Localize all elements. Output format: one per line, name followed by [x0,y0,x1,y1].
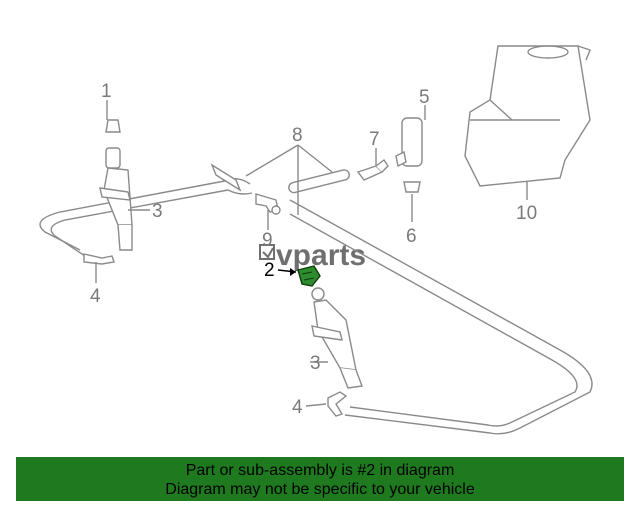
washer-pump [395,117,423,193]
callout-1: 1 [101,81,112,102]
callout-labels: 1 2 3 3 4 4 5 6 7 8 9 10 [90,81,537,418]
banner-line-part: Part or sub-assembly is #2 in diagram [185,462,455,479]
watermark-logo: vparts [259,239,366,272]
hose-connector-lower [327,391,348,417]
callout-2[interactable]: 2 [264,260,275,281]
elbow-connector [356,158,389,181]
washer-reservoir [464,45,591,187]
callout-4-upper: 4 [90,286,101,307]
svg-text:vparts: vparts [276,239,366,272]
callout-6: 6 [406,226,417,247]
lower-nozzle [311,287,363,389]
callout-7: 7 [369,129,380,150]
callout-5: 5 [419,87,430,108]
hose-pieces [210,163,350,194]
washer-hose [39,177,593,435]
hose-connector-upper [83,253,115,265]
callout-10: 10 [516,203,537,224]
highlighted-part-2[interactable] [297,265,321,287]
banner-line-disclaimer: Diagram may not be specific to your vehi… [165,481,475,498]
leader-lines [95,100,528,407]
callout-8: 8 [292,125,303,146]
t-connector [255,193,281,215]
callout-3-upper: 3 [152,201,163,222]
parts-diagram: vparts [39,45,593,435]
callout-9: 9 [262,230,273,251]
upper-nozzle [99,119,133,251]
info-banner: Part or sub-assembly is #2 in diagram Di… [16,457,624,501]
callout-3-lower: 3 [310,353,321,374]
callout-4-lower: 4 [292,397,303,418]
